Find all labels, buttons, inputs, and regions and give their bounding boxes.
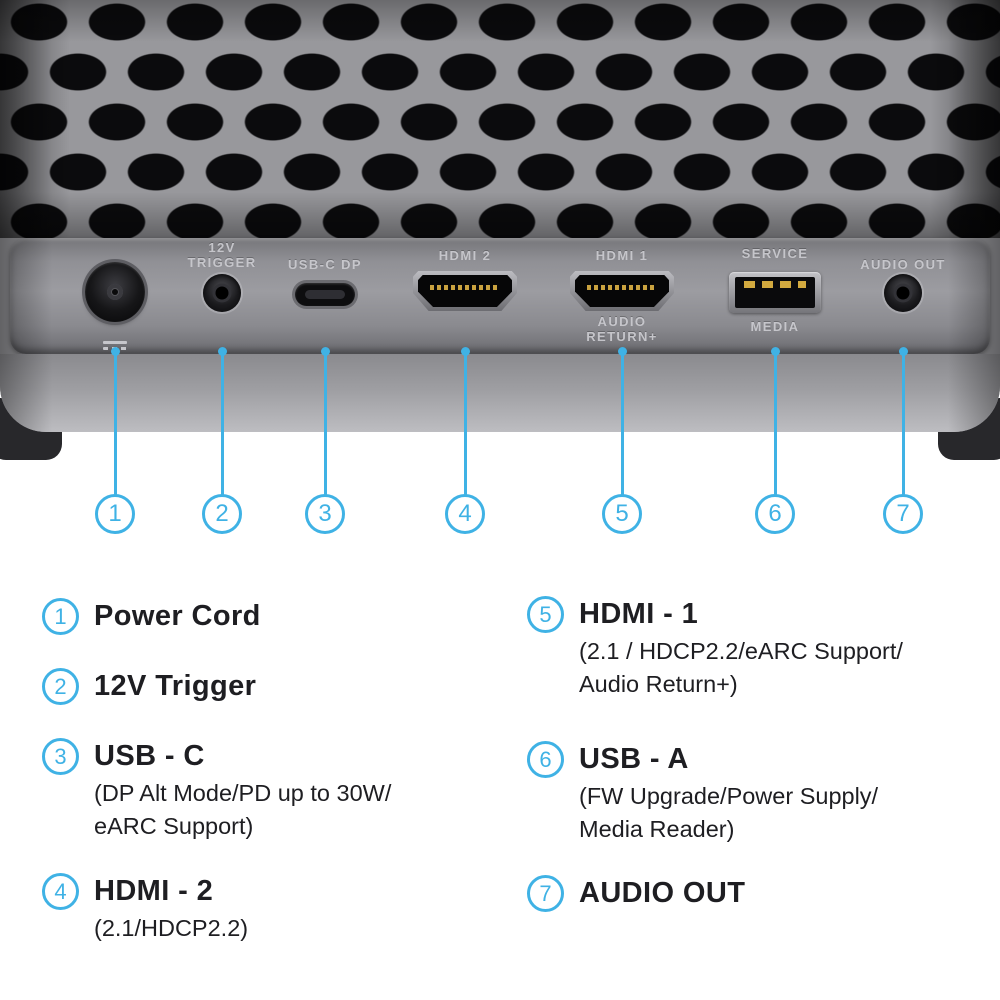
legend-text: USB - C (DP Alt Mode/PD up to 30W/ eARC … [94, 736, 391, 843]
12v-trigger-jack-port [203, 274, 241, 312]
port-label-hdmi-2: HDMI 2 [438, 248, 492, 263]
legend-text: HDMI - 2 (2.1/HDCP2.2) [94, 871, 248, 945]
legend-title: 12V Trigger [94, 670, 257, 702]
callout-dot [217, 347, 227, 356]
usb-c-port [295, 283, 355, 306]
callout-line [463, 354, 467, 496]
callout-line [773, 354, 777, 496]
hdmi-2-port [413, 271, 517, 311]
hdmi-connector-cavity [575, 275, 669, 307]
port-label-service: SERVICE [741, 246, 809, 261]
hdmi-connector-pins [430, 285, 500, 290]
usb-a-port [729, 272, 821, 313]
callout-number-5: 5 [602, 494, 642, 534]
device-lower-body [0, 354, 1000, 432]
port-label-usbc-dp: USB-C DP [287, 257, 363, 272]
legend-subtitle-line: (2.1/HDCP2.2) [94, 915, 249, 941]
callout-number-4: 4 [445, 494, 485, 534]
callout-dot [320, 347, 330, 356]
legend-item-12v-trigger: 2 12V Trigger [42, 666, 256, 707]
callout-number-1: 1 [95, 494, 135, 534]
callout-number-7: 7 [883, 494, 923, 534]
legend-item-hdmi-2: 4 HDMI - 2 (2.1/HDCP2.2) [42, 871, 248, 945]
port-label-line: RETURN+ [586, 329, 658, 344]
legend-item-audio-out: 7 AUDIO OUT [527, 873, 745, 914]
legend-number: 4 [42, 873, 79, 910]
power-cord-port [85, 262, 145, 322]
legend-number: 6 [527, 741, 564, 778]
callout-number-6: 6 [755, 494, 795, 534]
legend-item-hdmi-1: 5 HDMI - 1 (2.1 / HDCP2.2/eARC Support/ … [527, 594, 903, 701]
legend-subtitle-line: Media Reader) [579, 816, 735, 842]
callout-dot [110, 347, 120, 356]
legend-title: HDMI - 2 [94, 875, 214, 907]
legend-text: AUDIO OUT [579, 873, 745, 914]
port-label-line: TRIGGER [187, 255, 257, 270]
legend-title: HDMI - 1 [579, 598, 699, 630]
speaker-grille [0, 0, 1000, 238]
legend-item-usb-a: 6 USB - A (FW Upgrade/Power Supply/ Medi… [527, 739, 878, 846]
port-label-audio-return: AUDIO RETURN+ [562, 314, 682, 344]
port-label-line: 12V [208, 240, 236, 255]
callout-line [323, 354, 327, 496]
callout-line [901, 354, 905, 496]
legend-subtitle-line: (2.1 / HDCP2.2/eARC Support/ [579, 638, 903, 664]
legend-text: Power Cord [94, 596, 261, 637]
legend-subtitle-line: (FW Upgrade/Power Supply/ [579, 783, 879, 809]
legend-subtitle-line: eARC Support) [94, 813, 254, 839]
callout-line [620, 354, 624, 496]
port-label-audio-out: AUDIO OUT [860, 257, 946, 272]
legend-title: USB - C [94, 740, 205, 772]
legend-number: 3 [42, 738, 79, 775]
callout-dot [617, 347, 627, 356]
legend-title: Power Cord [94, 600, 261, 632]
audio-out-jack-port [884, 274, 922, 312]
port-label-line: AUDIO [597, 314, 647, 329]
legend-item-usb-c: 3 USB - C (DP Alt Mode/PD up to 30W/ eAR… [42, 736, 391, 843]
callout-number-3: 3 [305, 494, 345, 534]
legend-subtitle-line: Audio Return+) [579, 671, 738, 697]
port-label-12v-trigger: 12V TRIGGER [162, 240, 282, 270]
legend-text: HDMI - 1 (2.1 / HDCP2.2/eARC Support/ Au… [579, 594, 903, 701]
legend-text: 12V Trigger [94, 666, 256, 707]
hdmi-connector-cavity [418, 275, 512, 307]
hdmi-1-port [570, 271, 674, 311]
callout-dot [770, 347, 780, 356]
port-label-media: MEDIA [750, 319, 800, 334]
callout-dot [460, 347, 470, 356]
legend-number: 7 [527, 875, 564, 912]
callout-dot [898, 347, 908, 356]
callout-line [220, 354, 224, 496]
legend-number: 2 [42, 668, 79, 705]
hdmi-connector-pins [587, 285, 657, 290]
legend-item-power-cord: 1 Power Cord [42, 596, 261, 637]
legend-title: USB - A [579, 743, 689, 775]
legend-number: 1 [42, 598, 79, 635]
legend-title: AUDIO OUT [579, 877, 746, 909]
dc-icon-solid-line [103, 341, 127, 344]
power-pin [107, 284, 123, 300]
usb-a-contacts [744, 281, 806, 288]
port-label-hdmi-1: HDMI 1 [595, 248, 649, 263]
legend-subtitle-line: (DP Alt Mode/PD up to 30W/ [94, 780, 392, 806]
legend-text: USB - A (FW Upgrade/Power Supply/ Media … [579, 739, 878, 846]
callout-line [113, 354, 117, 496]
callout-number-2: 2 [202, 494, 242, 534]
legend-number: 5 [527, 596, 564, 633]
projector-device-photo: 12V TRIGGER USB-C DP HDMI 2 HDMI 1 AUDIO… [0, 0, 1000, 432]
